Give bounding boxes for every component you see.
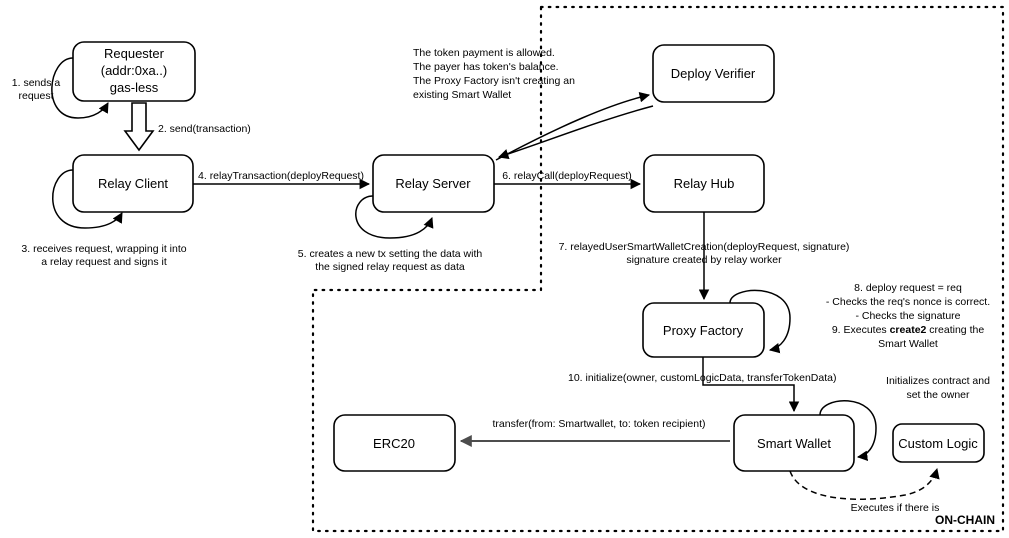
node-custom-logic[interactable]: Custom Logic	[892, 423, 985, 463]
edge-step2-label: 2. send(transaction)	[158, 123, 251, 135]
edge-step1-label-line1: 1. sends a	[12, 77, 61, 89]
initializes-note-line2: set the owner	[906, 389, 970, 401]
node-proxy-factory[interactable]: Proxy Factory	[642, 302, 765, 358]
node-erc20[interactable]: ERC20	[333, 414, 456, 472]
edge-step5-selfloop	[355, 195, 434, 239]
on-chain-label: ON-CHAIN	[935, 513, 995, 527]
edge-step4-label: 4. relayTransaction(deployRequest)	[198, 170, 364, 182]
deploy-verifier-box[interactable]	[652, 44, 775, 103]
smart-wallet-label: Smart Wallet	[757, 436, 831, 451]
edge-verifier-response-arrow	[498, 105, 654, 160]
initializes-note-line1: Initializes contract and	[886, 375, 990, 387]
step9-create2-token: create2	[890, 324, 927, 336]
edge-step1-selfloop	[51, 57, 109, 119]
on-chain-boundary	[311, 5, 1005, 533]
custom-logic-box[interactable]	[892, 423, 985, 463]
verifier-note-line2: The payer has token's balance.	[413, 61, 559, 73]
edge-step2-arrow	[123, 102, 155, 152]
edge-step3-label-line1: 3. receives request, wrapping it into	[21, 243, 186, 255]
edge-step7-label-line1: 7. relayedUserSmartWalletCreation(deploy…	[559, 241, 850, 253]
edge-transfer-label: transfer(from: Smartwallet, to: token re…	[493, 418, 706, 430]
edge-step7-label-line2: signature created by relay worker	[626, 254, 782, 266]
node-relay-client[interactable]: Relay Client	[72, 154, 194, 213]
edge-step8-selfloop	[729, 289, 791, 354]
relay-hub-label: Relay Hub	[674, 176, 735, 191]
verifier-note-line3: The Proxy Factory isn't creating an	[413, 75, 575, 87]
requester-label-line1: Requester	[104, 46, 165, 61]
smart-wallet-box[interactable]	[733, 414, 855, 472]
edge-executes-if-dashed	[789, 467, 940, 500]
custom-logic-label: Custom Logic	[898, 436, 978, 451]
edge-step3-label-line2: a relay request and signs it	[41, 256, 167, 268]
erc20-label: ERC20	[373, 436, 415, 451]
erc20-box[interactable]	[333, 414, 456, 472]
edge-step5-label-line1: 5. creates a new tx setting the data wit…	[298, 248, 483, 260]
requester-box[interactable]	[72, 41, 196, 102]
step9-suffix: creating the	[926, 324, 984, 336]
edge-smart-wallet-selfloop	[819, 399, 877, 462]
edge-step8-label-line1: 8. deploy request = req	[854, 282, 962, 294]
verifier-note-line1: The token payment is allowed.	[413, 47, 555, 59]
edge-verifier-request-arrow	[495, 92, 651, 161]
proxy-factory-label: Proxy Factory	[663, 323, 744, 338]
node-relay-hub[interactable]: Relay Hub	[643, 154, 765, 213]
node-requester[interactable]: Requester (addr:0xa..) gas-less	[72, 41, 196, 102]
node-smart-wallet[interactable]: Smart Wallet	[733, 414, 855, 472]
edge-executes-if-label: Executes if there is	[851, 502, 940, 514]
requester-label-line2: (addr:0xa..)	[101, 63, 167, 78]
relay-client-label: Relay Client	[98, 176, 168, 191]
node-deploy-verifier[interactable]: Deploy Verifier	[652, 44, 775, 103]
edge-step1-label-line2: request	[18, 90, 53, 102]
edge-step6-label: 6. relayCall(deployRequest)	[502, 170, 632, 182]
edge-step10-arrow	[702, 357, 800, 413]
edge-step10-label: 10. initialize(owner, customLogicData, t…	[568, 372, 836, 384]
node-relay-server[interactable]: Relay Server	[372, 154, 495, 213]
edge-step9-label-line5: Smart Wallet	[878, 338, 938, 350]
edge-step5-label-line2: the signed relay request as data	[315, 261, 465, 273]
verifier-note-line4: existing Smart Wallet	[413, 89, 511, 101]
deploy-verifier-label: Deploy Verifier	[671, 66, 756, 81]
edge-step8-label-line3: - Checks the signature	[855, 310, 960, 322]
step9-prefix: 9. Executes	[832, 324, 890, 336]
requester-label-line3: gas-less	[110, 80, 159, 95]
edge-step9-label-line4: 9. Executes create2 creating the	[832, 324, 985, 336]
edge-step8-label-line2: - Checks the req's nonce is correct.	[826, 296, 990, 308]
relay-server-label: Relay Server	[395, 176, 471, 191]
edge-step3-selfloop	[52, 169, 123, 229]
